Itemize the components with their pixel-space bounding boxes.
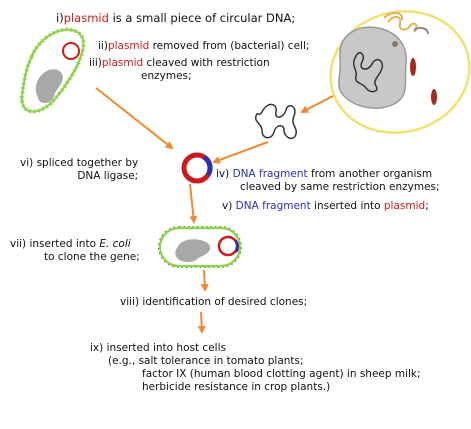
step-iii-label: iii)plasmid cleaved with restriction enz…: [89, 57, 270, 83]
step-ii-number: ii): [98, 40, 108, 52]
recombinant-plasmid: [181, 152, 213, 184]
step-viii-label: viii) identification of desired clones;: [120, 296, 307, 309]
step-iv-number: iv): [216, 168, 230, 180]
step-viii-text: viii) identification of desired clones;: [120, 296, 308, 308]
step-vi-line1: vi) spliced together by: [20, 157, 139, 169]
arrow-splice-to-ecoli: [189, 183, 198, 224]
step-v-term: DNA fragment: [235, 200, 311, 212]
step-ix-line1: ix) inserted into host cells: [90, 342, 226, 354]
step-vii-text: vii) inserted into: [10, 238, 100, 250]
step-v-number: v): [222, 200, 233, 212]
eukaryotic-cell: [329, 10, 471, 134]
step-ix-label: ix) inserted into host cells (e.g., salt…: [90, 342, 421, 394]
process-arrows: [95, 87, 334, 334]
step-iv-text: from another organism: [307, 168, 433, 180]
arrow-cell-to-fragment: [300, 95, 334, 113]
step-iii-number: iii): [89, 57, 102, 69]
step-vii-label: vii) inserted into E. coli to clone the …: [10, 238, 140, 264]
step-iv-line2: cleaved by same restriction enzymes;: [240, 181, 440, 193]
plasmid-ring-top: [62, 42, 80, 60]
dna-fragment-squiggle: [254, 103, 298, 140]
step-vii-organism: E. coli: [99, 238, 131, 250]
bacterial-cell-top: [19, 27, 86, 114]
step-i-term: plasmid: [63, 11, 109, 25]
golgi: [387, 16, 418, 33]
step-v-label: v) DNA fragment inserted into plasmid;: [222, 200, 429, 213]
step-ii-label: ii)plasmid removed from (bacterial) cell…: [98, 40, 309, 53]
step-ix-line2: (e.g., salt tolerance in tomato plants;: [108, 355, 304, 367]
step-ix-line4: herbicide resistance in crop plants.): [142, 381, 331, 393]
step-v-term2: plasmid: [383, 200, 426, 212]
arrow-fragment-to-splice: [212, 141, 269, 164]
step-vi-line2: DNA ligase;: [77, 170, 139, 182]
arrow-plasmid-to-splice: [95, 87, 174, 150]
step-vii-line2: to clone the gene;: [44, 251, 140, 263]
bacterial-cell-ecoli: [158, 226, 242, 268]
step-v-end: ;: [425, 200, 429, 212]
step-ix-line3: factor IX (human blood clotting agent) i…: [142, 368, 421, 380]
step-v-text: inserted into: [310, 200, 384, 212]
nucleus: [338, 26, 407, 109]
step-i-number: i): [56, 11, 64, 25]
step-iii-term: plasmid: [101, 57, 144, 69]
bacterial-nucleoid: [35, 69, 63, 104]
arrow-ecoli-to-identify: [200, 269, 209, 292]
arrow-identify-to-host: [197, 311, 206, 334]
step-iii-text: cleaved with restriction: [143, 57, 270, 69]
chromatin: [353, 51, 384, 93]
step-iv-term: DNA fragment: [232, 168, 308, 180]
step-ii-text: removed from (bacterial) cell;: [149, 40, 310, 52]
step-ii-term: plasmid: [107, 40, 150, 52]
step-iv-label: iv) DNA fragment from another organism c…: [216, 168, 440, 194]
vesicle: [392, 41, 398, 47]
step-i-label: i)plasmid is a small piece of circular D…: [56, 12, 295, 25]
step-i-text: is a small piece of circular DNA;: [108, 11, 296, 25]
mitochondrion-2: [431, 89, 437, 105]
step-vi-label: vi) spliced together by DNA ligase;: [20, 157, 138, 183]
step-iii-line2: enzymes;: [141, 70, 192, 82]
mitochondrion-1: [410, 58, 416, 76]
